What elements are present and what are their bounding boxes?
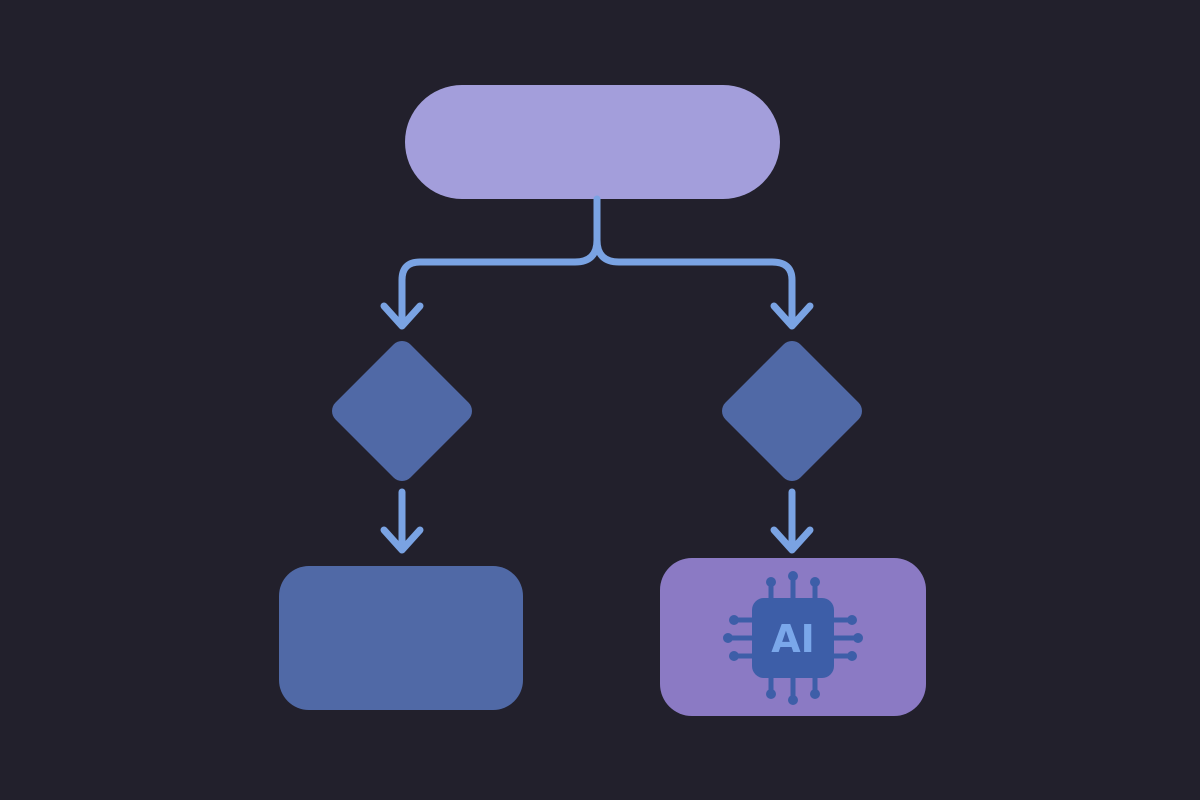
start-node <box>405 85 780 199</box>
decision-node-right <box>722 341 862 481</box>
chip-pin-ends <box>723 571 863 705</box>
arrowhead-left-process <box>380 526 424 554</box>
chip-body <box>752 598 834 678</box>
process-node-left <box>279 566 523 710</box>
arrowhead-left-decision <box>380 302 424 330</box>
arrowhead-right-decision <box>770 302 814 330</box>
arrowhead-right-process <box>770 526 814 554</box>
connectors <box>380 195 814 554</box>
ai-chip-icon: AI <box>723 571 863 705</box>
decision-node-left <box>332 341 472 481</box>
connector-split <box>398 195 601 326</box>
connector-split-right <box>593 236 796 326</box>
chip-label: AI <box>771 617 815 661</box>
